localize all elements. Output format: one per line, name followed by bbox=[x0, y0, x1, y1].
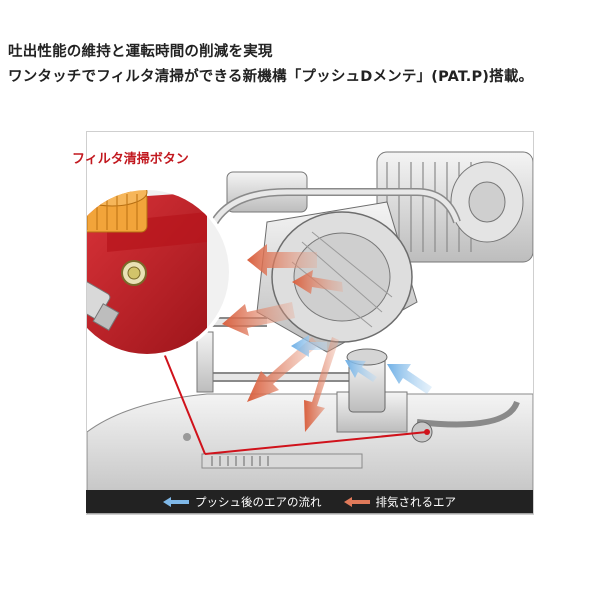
push-air-flow-arrows bbox=[291, 335, 432, 394]
headline-line-1: 吐出性能の維持と運転時間の削減を実現 bbox=[8, 44, 273, 60]
push-air-arrow bbox=[387, 364, 432, 394]
motor-housing bbox=[376, 151, 533, 263]
cylinder-head bbox=[203, 171, 461, 353]
headline: 吐出性能の維持と運転時間の削減を実現 ワンタッチでフィルタ清掃ができる新機構「プ… bbox=[8, 40, 598, 90]
legend-item-exhaust-air: 排気されるエア bbox=[343, 494, 457, 510]
legend-label-exhaust-air: 排気されるエア bbox=[375, 494, 457, 509]
red-arrow-left-icon bbox=[343, 496, 370, 507]
push-air-arrow bbox=[291, 335, 327, 357]
legend-item-push-air: プッシュ後のエアの流れ bbox=[163, 494, 322, 510]
exhaust-arrow bbox=[247, 337, 319, 402]
filter-button-closeup bbox=[87, 186, 233, 358]
legend-label-push-air: プッシュ後のエアの流れ bbox=[195, 494, 322, 509]
blue-arrow-left-icon bbox=[163, 496, 189, 507]
exhaust-arrow bbox=[222, 302, 295, 336]
exhaust-arrow bbox=[292, 270, 343, 294]
compressor-illustration bbox=[86, 131, 534, 515]
compressor-drawing bbox=[87, 151, 533, 514]
legend-bar: プッシュ後のエアの流れ 排気されるエア bbox=[86, 490, 533, 513]
headline-line-2: ワンタッチでフィルタ清掃ができる新機構「プッシュDメンテ」(PAT.P)搭載。 bbox=[8, 69, 534, 85]
exhaust-air-arrows bbox=[222, 244, 343, 432]
exhaust-arrow bbox=[247, 244, 317, 276]
filter-clean-button-label: フィルタ清掃ボタン bbox=[72, 152, 189, 167]
push-air-arrow bbox=[345, 360, 377, 382]
exhaust-arrow bbox=[304, 337, 339, 432]
